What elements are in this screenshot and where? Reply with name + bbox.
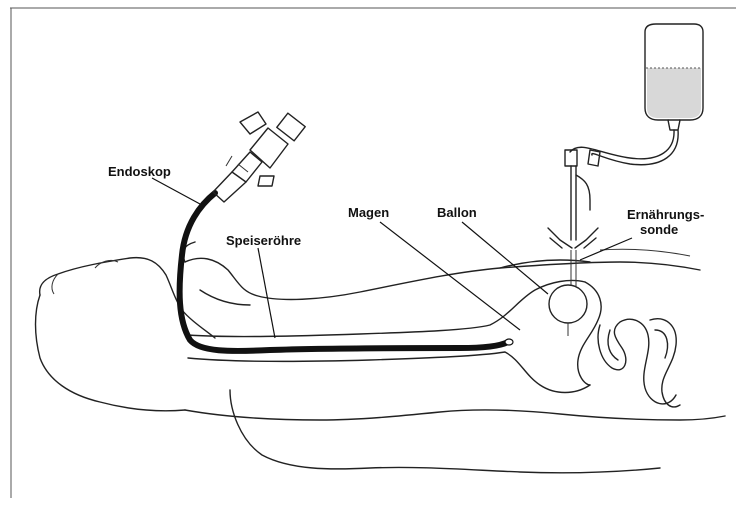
endoscope-handle (213, 112, 305, 202)
label-ernaehrungssonde-line1: Ernährungs- (627, 207, 704, 222)
esophagus-wall-lower (188, 352, 590, 393)
endoscope (180, 112, 513, 351)
label-magen: Magen (348, 205, 389, 220)
intestines (598, 319, 680, 407)
label-ernaehrungssonde-line2: sonde (640, 222, 678, 237)
balloon (549, 285, 587, 323)
feeding-bag (645, 24, 703, 130)
esophagus-wall-upper (188, 280, 585, 336)
leader-speiseroehre (258, 248, 275, 338)
leader-magen (380, 222, 520, 330)
label-endoskop: Endoskop (108, 164, 171, 179)
leader-endoskop (152, 178, 200, 204)
esophagus-stomach (188, 280, 601, 392)
patient-body-outline (36, 242, 726, 473)
label-ballon: Ballon (437, 205, 477, 220)
patient-head (40, 258, 215, 338)
label-speiseroehre: Speiseröhre (226, 233, 301, 248)
figure-frame (10, 8, 736, 498)
feeding-tube-system (548, 24, 703, 336)
leader-ballon (462, 222, 548, 294)
